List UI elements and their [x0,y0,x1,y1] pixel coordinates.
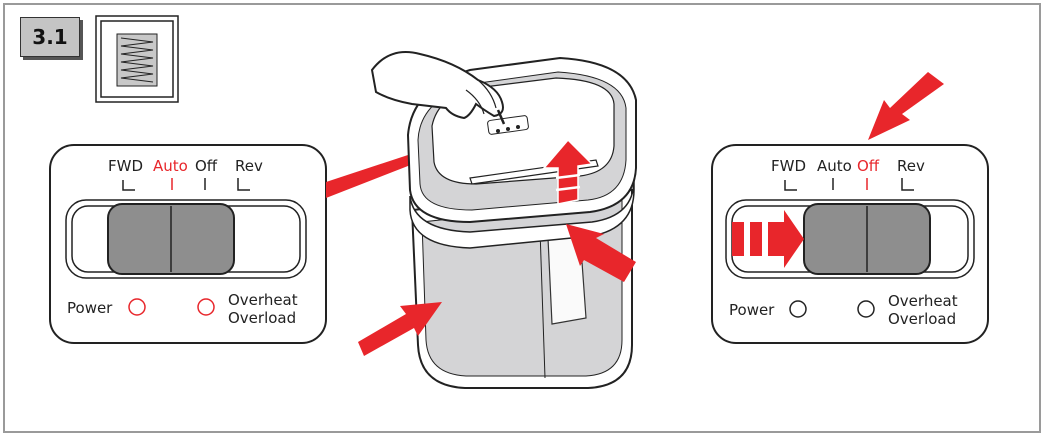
right-label-auto: Auto [817,157,852,175]
power-indicator-light [790,301,806,317]
left-label-off: Off [195,157,218,175]
right-label-overheat: Overheat [888,292,958,310]
right-label-fwd: FWD [771,157,806,175]
right-label-overload: Overload [888,310,956,328]
left-label-rev: Rev [235,157,263,175]
power-indicator-light [129,299,145,315]
right-label-rev: Rev [897,157,925,175]
left-label-overheat: Overheat [228,291,298,309]
right-label-power: Power [729,301,775,319]
arrow-icon [868,72,944,140]
overheat-indicator-light [858,301,874,317]
overheat-indicator-light [198,299,214,315]
left-label-auto: Auto [153,157,188,175]
left-label-overload: Overload [228,309,296,327]
left-label-fwd: FWD [108,157,143,175]
right-label-off: Off [857,157,880,175]
shred-cut-icon [96,16,178,102]
left-label-power: Power [67,299,113,317]
